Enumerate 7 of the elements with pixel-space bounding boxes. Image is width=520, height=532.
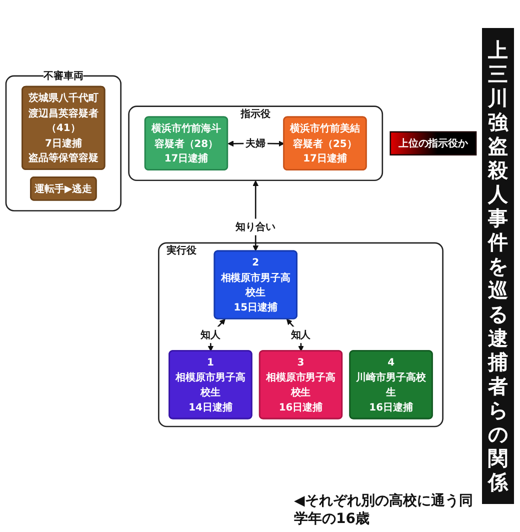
edge-label: 知り合い — [236, 220, 276, 233]
note: ◀それぞれ別の高校に通う同学年の16歳 — [294, 493, 474, 528]
node-box: 上位の指示役か — [390, 131, 477, 156]
edge-label: 知人 — [290, 328, 311, 341]
title: 上三川強盗殺人事件を巡る逮捕者らの関係 — [482, 28, 514, 504]
edge-label: 夫婦 — [246, 137, 266, 150]
edge-label: 知人 — [200, 328, 220, 341]
